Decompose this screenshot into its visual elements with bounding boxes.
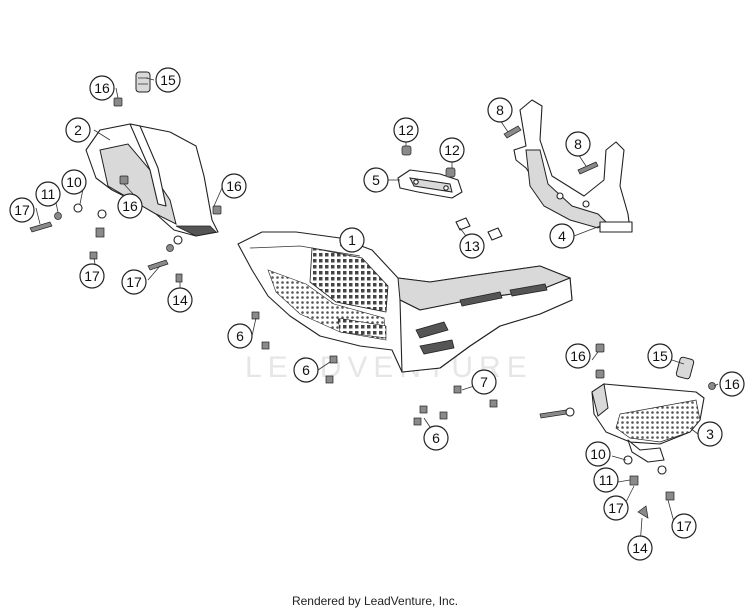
svg-text:14: 14 bbox=[172, 292, 188, 308]
callout-10a: 10 bbox=[61, 169, 87, 195]
small-bracket-part bbox=[397, 169, 463, 199]
svg-text:1: 1 bbox=[348, 232, 356, 248]
svg-text:15: 15 bbox=[652, 348, 668, 364]
callout-16c: 16 bbox=[117, 193, 143, 219]
callout-6a: 6 bbox=[227, 323, 253, 349]
right-side-guard-part bbox=[591, 383, 705, 463]
callout-17d: 17 bbox=[603, 495, 629, 521]
svg-text:16: 16 bbox=[226, 178, 242, 194]
svg-text:12: 12 bbox=[398, 122, 414, 138]
svg-text:8: 8 bbox=[496, 102, 504, 118]
svg-text:17: 17 bbox=[126, 274, 142, 290]
svg-text:10: 10 bbox=[590, 446, 606, 462]
svg-text:8: 8 bbox=[574, 136, 582, 152]
svg-text:11: 11 bbox=[599, 472, 614, 488]
callout-17e: 17 bbox=[671, 513, 697, 539]
svg-text:7: 7 bbox=[480, 374, 488, 390]
svg-text:16: 16 bbox=[570, 348, 586, 364]
callout-7: 7 bbox=[471, 369, 497, 395]
svg-text:17: 17 bbox=[14, 202, 30, 218]
frame-bracket-part bbox=[513, 99, 633, 233]
callout-16d: 16 bbox=[565, 343, 591, 369]
svg-text:16: 16 bbox=[122, 198, 138, 214]
skid-plate-part bbox=[237, 231, 573, 373]
svg-text:6: 6 bbox=[302, 362, 310, 378]
svg-text:16: 16 bbox=[724, 376, 740, 392]
svg-text:2: 2 bbox=[74, 122, 82, 138]
callout-6b: 6 bbox=[293, 357, 319, 383]
callout-11a: 11 bbox=[35, 181, 61, 207]
callout-16b: 16 bbox=[221, 173, 247, 199]
footer-credit: Rendered by LeadVenture, Inc. bbox=[291, 594, 459, 608]
svg-text:10: 10 bbox=[66, 174, 82, 190]
hardware-items bbox=[29, 97, 716, 519]
callout-6c: 6 bbox=[423, 425, 449, 451]
callout-16e: 16 bbox=[719, 371, 745, 397]
svg-text:11: 11 bbox=[41, 186, 56, 202]
svg-text:17: 17 bbox=[676, 518, 692, 534]
svg-text:16: 16 bbox=[94, 80, 110, 96]
callout-17a: 17 bbox=[9, 197, 35, 223]
callout-3: 3 bbox=[697, 421, 723, 447]
callout-12a: 12 bbox=[393, 117, 419, 143]
callout-2: 2 bbox=[65, 117, 91, 143]
svg-text:5: 5 bbox=[372, 172, 380, 188]
rubber-buffer-part bbox=[135, 71, 695, 380]
svg-text:15: 15 bbox=[160, 72, 176, 88]
callout-17c: 17 bbox=[121, 269, 147, 295]
svg-text:6: 6 bbox=[236, 328, 244, 344]
callout-5: 5 bbox=[363, 167, 389, 193]
callout-15b: 15 bbox=[647, 343, 673, 369]
callout-4: 4 bbox=[549, 223, 575, 249]
callout-10b: 10 bbox=[585, 441, 611, 467]
callout-12b: 12 bbox=[439, 137, 465, 163]
svg-text:17: 17 bbox=[84, 268, 100, 284]
callout-17b: 17 bbox=[79, 263, 105, 289]
callout-14a: 14 bbox=[167, 287, 193, 313]
callout-16a: 16 bbox=[89, 75, 115, 101]
callout-8b: 8 bbox=[565, 131, 591, 157]
callout-8a: 8 bbox=[487, 97, 513, 123]
svg-text:12: 12 bbox=[444, 142, 460, 158]
callout-13: 13 bbox=[459, 233, 485, 259]
svg-text:4: 4 bbox=[558, 228, 566, 244]
left-side-guard-part bbox=[85, 123, 219, 237]
svg-text:14: 14 bbox=[632, 540, 648, 556]
svg-text:17: 17 bbox=[608, 500, 624, 516]
callout-1: 1 bbox=[339, 227, 365, 253]
callout-14b: 14 bbox=[627, 535, 653, 561]
svg-text:13: 13 bbox=[464, 238, 480, 254]
svg-text:6: 6 bbox=[432, 430, 440, 446]
callout-11b: 11 bbox=[593, 467, 619, 493]
svg-text:3: 3 bbox=[706, 426, 714, 442]
callout-15a: 15 bbox=[155, 67, 181, 93]
